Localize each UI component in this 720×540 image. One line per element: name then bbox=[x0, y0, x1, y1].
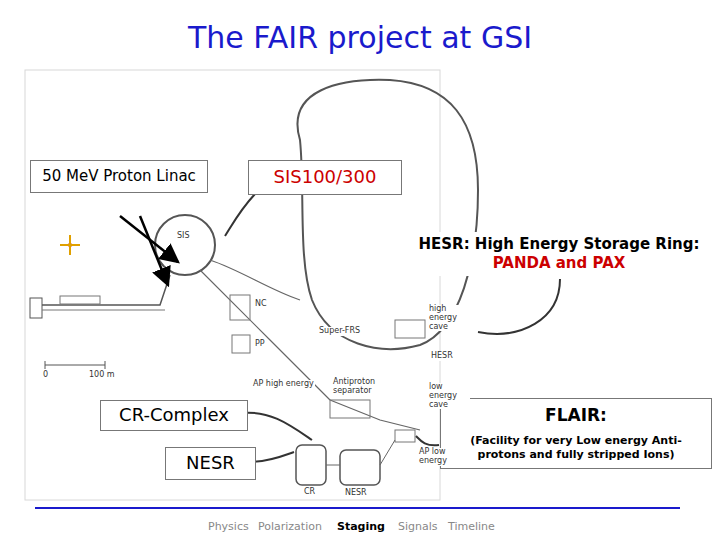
box-heading: HESR: High Energy Storage Ring: bbox=[406, 235, 712, 254]
box-heading: CR-Complex bbox=[105, 404, 243, 427]
map-label: AP high energy bbox=[252, 380, 315, 389]
map-label: high energy cave bbox=[428, 305, 470, 331]
map-label: CR bbox=[303, 488, 316, 497]
map-label: HESR bbox=[430, 352, 454, 361]
map-label: low energy cave bbox=[428, 383, 470, 409]
callout-box: CR-Complex bbox=[100, 400, 248, 431]
map-label: SIS bbox=[176, 232, 191, 241]
box-body: (Facility for very Low energy Anti-proto… bbox=[449, 434, 703, 462]
footer-nav-item: Timeline bbox=[448, 520, 495, 533]
map-label: PP bbox=[254, 340, 266, 349]
footer-nav-item: Staging bbox=[337, 520, 385, 533]
map-label: AP low energy bbox=[418, 448, 460, 466]
callout-box: SIS100/300 bbox=[248, 160, 402, 195]
box-heading: SIS100/300 bbox=[255, 166, 395, 189]
box-body: PANDA and PAX bbox=[406, 254, 712, 273]
footer-nav-item: Physics bbox=[208, 520, 249, 533]
callout-box: 50 MeV Proton Linac bbox=[30, 160, 208, 193]
map-label: Super-FRS bbox=[318, 327, 361, 336]
map-label: 100 m bbox=[88, 371, 116, 380]
callout-box: FLAIR: (Facility for very Low energy Anti… bbox=[440, 398, 712, 469]
callout-box: HESR: High Energy Storage Ring:PANDA and… bbox=[400, 232, 718, 276]
map-label: NESR bbox=[344, 489, 368, 498]
footer-nav-item: Signals bbox=[398, 520, 438, 533]
box-heading: FLAIR: bbox=[449, 405, 703, 426]
map-label: 0 bbox=[42, 371, 49, 380]
slide-title: The FAIR project at GSI bbox=[0, 20, 720, 55]
map-label: NC bbox=[254, 300, 268, 309]
map-label: Antiproton separator bbox=[332, 378, 389, 396]
box-heading: 50 MeV Proton Linac bbox=[39, 167, 199, 186]
callout-box: NESR bbox=[165, 447, 256, 480]
box-heading: NESR bbox=[170, 452, 251, 475]
footer-nav-item: Polarization bbox=[258, 520, 322, 533]
